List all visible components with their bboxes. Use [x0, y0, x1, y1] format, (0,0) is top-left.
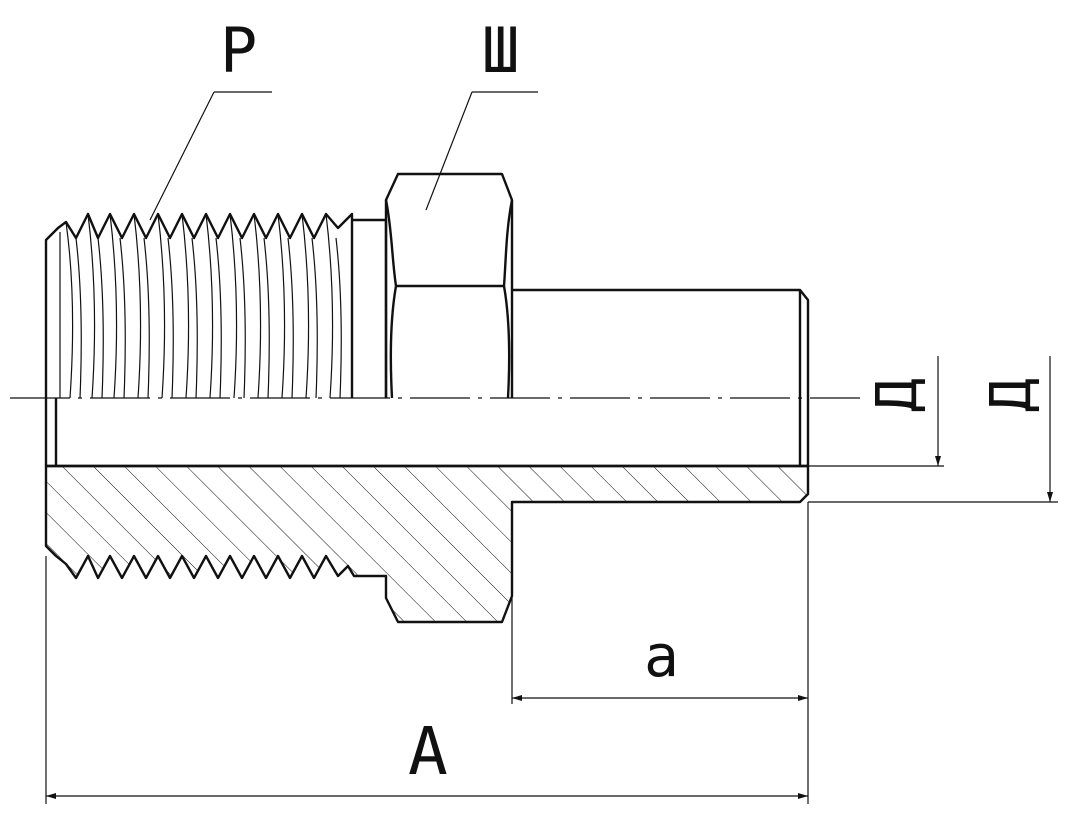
leaders	[149, 91, 538, 221]
shank-length-label: a	[644, 622, 679, 690]
thread-crest-line	[133, 213, 142, 399]
inner-diameter-dimension	[808, 356, 944, 467]
thread-root-line	[119, 237, 126, 399]
thread-root-line	[191, 237, 198, 399]
thread-crest-line	[277, 213, 286, 399]
neck-outline	[352, 218, 388, 398]
outer-diameter-label: Д	[979, 378, 1044, 412]
thread-root-line	[75, 237, 82, 399]
thread-root-line	[263, 237, 270, 399]
thread-crest-line	[157, 213, 166, 399]
thread-crest-line	[65, 221, 74, 399]
thread-crest-line	[325, 213, 334, 399]
bore	[44, 398, 808, 468]
inner-diameter-label: Д	[865, 378, 930, 412]
thread-crest-line	[253, 213, 262, 399]
hex-nut-outline	[384, 172, 514, 398]
thread-crest-line	[181, 213, 190, 399]
thread-root-line	[167, 237, 174, 399]
overall-length-dimension	[45, 556, 808, 804]
upper-view	[44, 172, 810, 466]
shank-length-dimension	[511, 502, 809, 804]
thread-crest-line	[301, 213, 310, 399]
outer-diameter-dimension	[808, 356, 1058, 503]
thread-label: Р	[220, 14, 257, 87]
thread-root-line	[239, 237, 246, 399]
thread-crest-line	[205, 213, 214, 399]
thread-crest-line	[87, 213, 96, 399]
hex-label: Ш	[482, 14, 519, 87]
thread-root-line	[143, 237, 150, 399]
thread-root-line	[287, 237, 294, 399]
thread-root-line	[335, 237, 342, 399]
thread-crest-line	[109, 213, 118, 399]
overall-length-label: А	[408, 713, 448, 790]
thread-root-line	[311, 237, 318, 399]
thread-crest-line	[229, 213, 238, 399]
hex-nut-facets	[384, 199, 514, 399]
section-hatch	[44, 464, 810, 624]
thread-root-line	[215, 237, 222, 399]
shank-outline	[512, 288, 810, 466]
thread-root-line	[97, 237, 104, 399]
thread-body-outline	[44, 212, 354, 398]
thread-lines	[59, 213, 342, 399]
